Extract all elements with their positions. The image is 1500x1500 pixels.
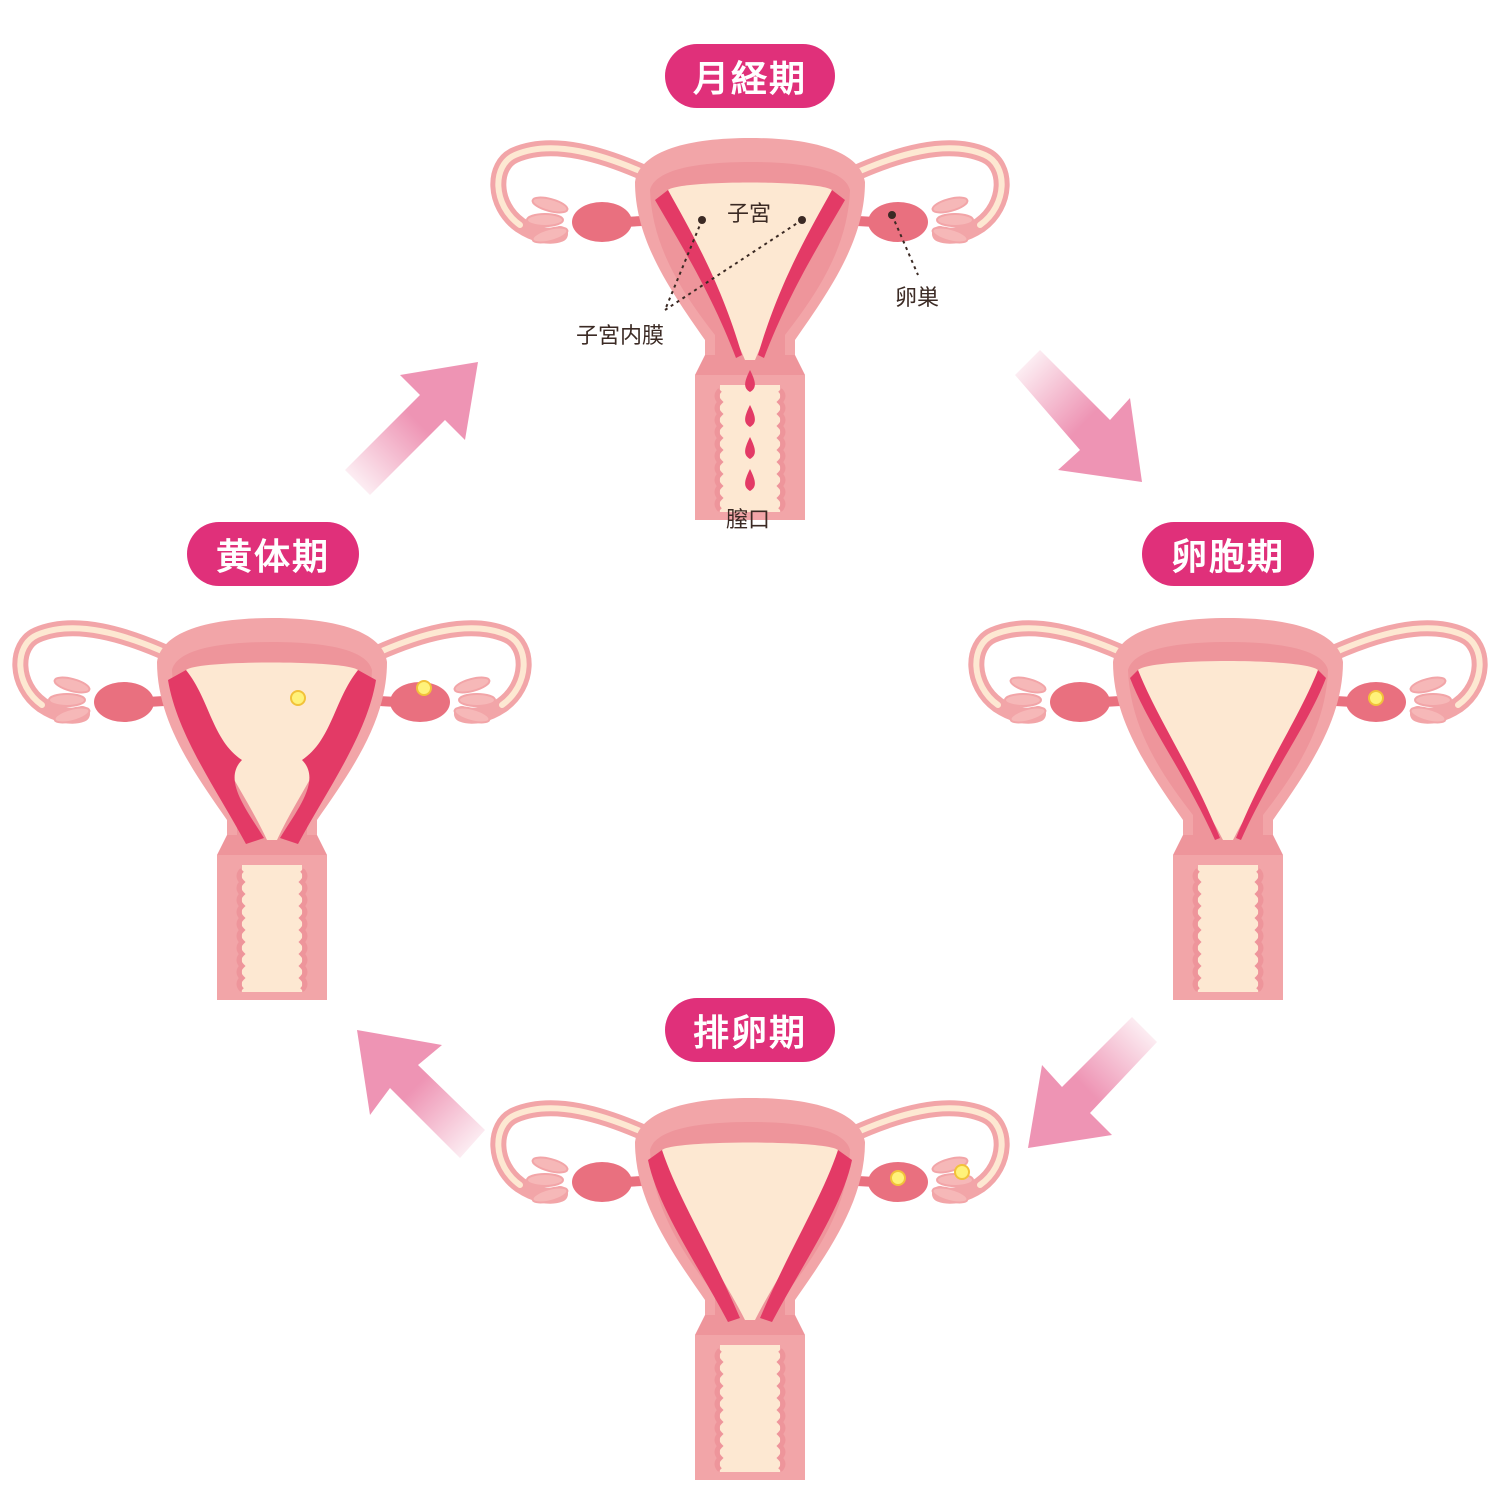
label-ovary: 卵巣 — [895, 286, 940, 311]
arrow-menstrual-to-follicular — [1015, 350, 1142, 482]
arrow-ovulation-to-luteal — [357, 1030, 485, 1158]
ovary-egg — [890, 1170, 906, 1186]
badge-luteal: 黄体期 — [187, 522, 359, 586]
uterus-menstrual — [498, 138, 1001, 520]
arrow-luteal-to-menstrual — [345, 362, 478, 495]
arrow-follicular-to-ovulation — [1028, 1017, 1157, 1148]
badge-follicular: 卵胞期 — [1142, 522, 1314, 586]
blood-drops — [745, 370, 755, 491]
uterus-follicular — [976, 618, 1479, 1000]
leader-lines — [664, 211, 919, 311]
badge-menstrual: 月経期 — [665, 44, 835, 108]
badge-ovulation: 排卵期 — [665, 998, 835, 1062]
uterus-luteal — [20, 618, 523, 1000]
released-egg — [954, 1164, 970, 1180]
label-endometrium: 子宮内膜 — [576, 324, 665, 349]
label-vaginal-opening: 膣口 — [726, 508, 771, 533]
corpus-luteum — [416, 680, 432, 696]
follicle — [1368, 690, 1384, 706]
uterus-ovulation — [498, 1098, 1001, 1480]
label-uterus: 子宮 — [727, 202, 772, 227]
implanting-egg — [290, 690, 306, 706]
